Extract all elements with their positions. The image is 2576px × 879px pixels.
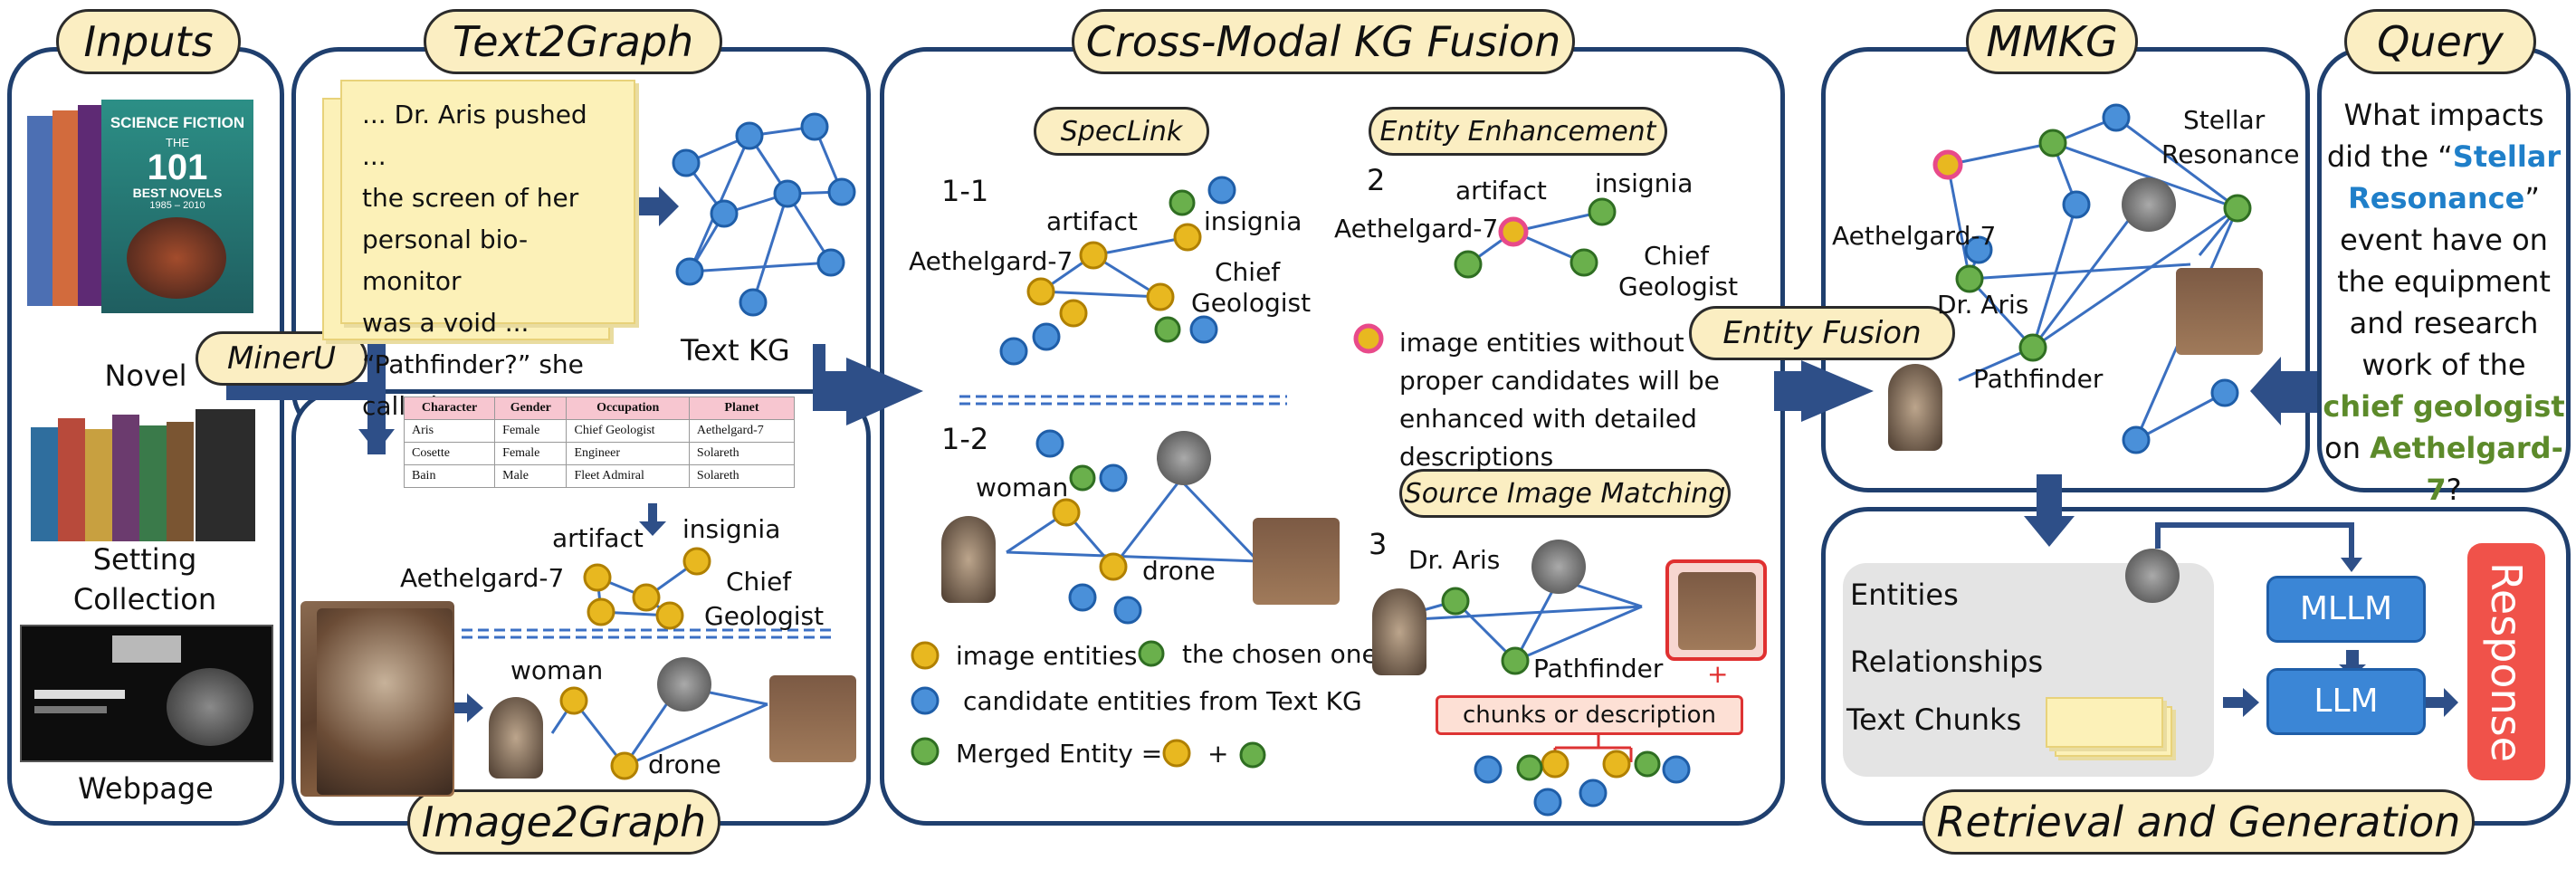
red-plus-icon: +: [1707, 659, 1729, 689]
legend-plus: +: [1207, 739, 1229, 769]
mmkg-title: MMKG: [1966, 9, 2138, 74]
drone-icon: [657, 657, 711, 712]
text2graph-title: Text2Graph: [424, 9, 722, 74]
mmkg-dr-aris-label: Dr. Aris: [1937, 290, 2029, 320]
i2g-insignia-label: insignia: [682, 514, 781, 544]
mmkg-aethelgard-label: Aethelgard-7: [1832, 221, 1997, 251]
small-scene-image: [2176, 268, 2263, 355]
f12-woman-label: woman: [976, 473, 1069, 502]
mmkg-pathfinder-label: Pathfinder: [1973, 364, 2104, 394]
f11-artifact-label: artifact: [1046, 206, 1138, 236]
matched-image-frame: [1665, 559, 1767, 661]
f3-pathfinder-label: Pathfinder: [1533, 654, 1664, 683]
small-scene-image: [1678, 572, 1756, 650]
f11-chief-label: Chief: [1215, 257, 1281, 287]
speclink-title: SpecLink: [1034, 107, 1209, 156]
text-kg-nodes: [672, 112, 856, 317]
small-scene-image: [1253, 518, 1340, 605]
step-2: 2: [1367, 163, 1386, 197]
robot-icon: [489, 697, 543, 779]
novel-label: Novel: [104, 358, 187, 393]
source-image-matching-title: Source Image Matching: [1399, 469, 1731, 518]
fusion-title: Cross-Modal KG Fusion: [1072, 9, 1575, 74]
mllm-box: MLLM: [2266, 576, 2426, 643]
flow-arrows: [226, 186, 2458, 722]
f2-insignia-label: insignia: [1595, 168, 1693, 198]
drone-icon: [1157, 431, 1211, 485]
legend-candidate-entities: candidate entities from Text KG: [963, 686, 1362, 716]
legend-image-entities: image entities: [956, 641, 1138, 671]
legend-chosen-one: the chosen one: [1182, 639, 1378, 669]
setting-label: Setting Collection: [72, 542, 217, 616]
entity-enhancement-title: Entity Enhancement: [1369, 107, 1667, 156]
book-stack: SCIENCE FICTION THE 101 BEST NOVELS 1985…: [27, 100, 253, 317]
retrieval-routing: [2155, 522, 2354, 561]
f2-artifact-label: artifact: [1455, 176, 1547, 205]
step-1-1: 1-1: [941, 174, 989, 208]
f3-dr-aris-label: Dr. Aris: [1408, 545, 1501, 575]
f12-drone-label: drone: [1142, 556, 1216, 586]
small-scene-image: [769, 675, 856, 762]
i2g-drone-label: drone: [648, 750, 721, 779]
legend-merged-entity: Merged Entity =: [956, 739, 1163, 769]
f2-geologist-label: Geologist: [1618, 272, 1739, 301]
i2g-woman-label: woman: [510, 655, 604, 685]
robot-icon: [941, 516, 996, 603]
mineru-label: MinerU: [196, 331, 367, 386]
inputs-title: Inputs: [56, 9, 241, 74]
step-1-2: 1-2: [941, 422, 989, 456]
i2g-chief-label: Chief: [726, 567, 792, 597]
query-text: What impacts did the “Stellar Resonance”…: [2323, 98, 2565, 507]
entities-label: Entities: [1850, 578, 1959, 612]
f11-geologist-label: Geologist: [1191, 288, 1312, 318]
text-kg-graph: [684, 125, 844, 303]
step-3: 3: [1369, 527, 1388, 561]
robot-icon: [1372, 588, 1426, 675]
f2-chief-label: Chief: [1644, 241, 1710, 271]
query-title: Query: [2344, 9, 2536, 74]
chunks-or-description-box: chunks or description: [1436, 695, 1743, 735]
drone-icon: [2125, 549, 2180, 603]
book-cover: SCIENCE FICTION THE 101 BEST NOVELS 1985…: [101, 100, 253, 313]
webpage-thumbnail: [20, 625, 273, 762]
f11-aethelgard-label: Aethelgard-7: [909, 246, 1073, 276]
drone-icon: [2122, 177, 2176, 232]
drone-icon: [1531, 540, 1586, 594]
text-chunk-icon: [2046, 697, 2163, 748]
i2g-artifact-label: artifact: [552, 523, 644, 553]
response-box: Response: [2467, 543, 2545, 780]
scene-image-front: [317, 608, 453, 795]
enhancement-note: image entities without proper candidates…: [1399, 328, 1720, 472]
llm-box: LLM: [2266, 668, 2426, 735]
text-note: ... Dr. Aris pushed ... the screen of he…: [340, 80, 635, 421]
f11-insignia-label: insignia: [1204, 206, 1302, 236]
relationships-label: Relationships: [1850, 645, 2044, 679]
table-header-row: Character Gender Occupation Planet: [403, 397, 796, 420]
i2g-aethelgard-label: Aethelgard-7: [400, 563, 565, 593]
i2g-geologist-label: Geologist: [704, 601, 825, 631]
entity-fusion-label: Entity Fusion: [1689, 306, 1955, 360]
webpage-label: Webpage: [78, 771, 214, 806]
settings-books: [31, 409, 262, 545]
mmkg-resonance-label: Resonance: [2161, 139, 2300, 169]
robot-icon: [1888, 364, 1942, 451]
image2graph-title: Image2Graph: [407, 789, 720, 855]
f2-aethelgard-label: Aethelgard-7: [1334, 214, 1499, 244]
text-chunks-label: Text Chunks: [1846, 702, 2022, 737]
retrieval-title: Retrieval and Generation: [1922, 789, 2475, 855]
mmkg-stellar-label: Stellar: [2183, 105, 2266, 135]
text-kg-label: Text KG: [681, 333, 790, 368]
